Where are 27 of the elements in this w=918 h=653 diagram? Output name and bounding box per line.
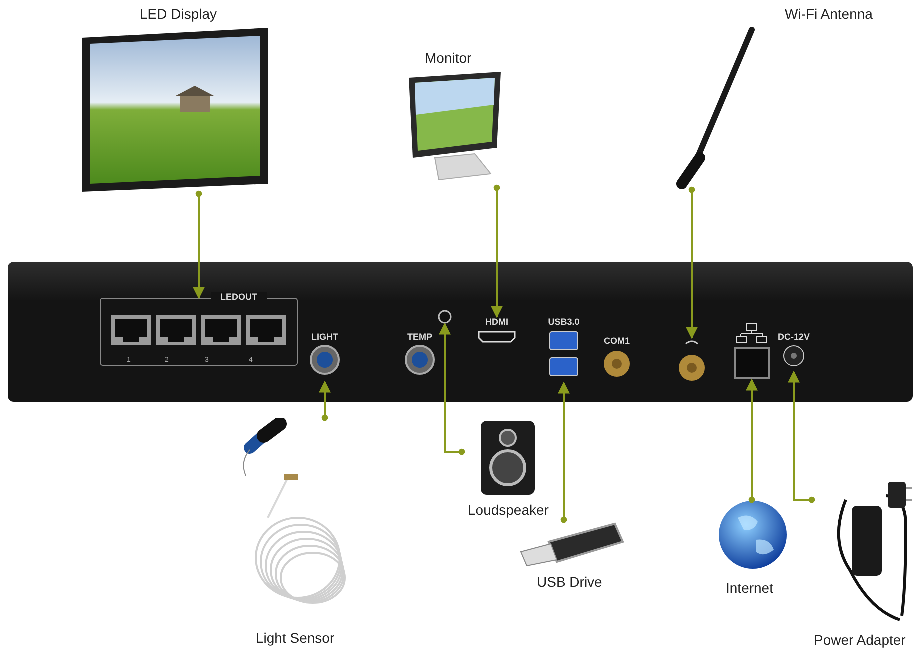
connector-arrow (193, 190, 205, 300)
connector-arrow (491, 184, 503, 318)
port-label: USB3.0 (547, 317, 581, 327)
node-label: USB Drive (537, 574, 602, 590)
ethernet-port (733, 322, 771, 380)
port-label: LIGHT (310, 332, 340, 342)
port-label: HDMI (484, 317, 510, 327)
connector-arrow (746, 378, 758, 504)
node-label: Internet (726, 580, 774, 596)
port-label: LEDOUT (211, 292, 267, 302)
connector-arrow (319, 380, 331, 422)
connector-arrow (686, 186, 698, 340)
node-label: Power Adapter (814, 632, 906, 648)
node-label: Monitor (425, 50, 472, 66)
media-player-panel (8, 262, 913, 402)
connector-arrow (788, 370, 816, 504)
connector-arrow (439, 322, 466, 456)
node-label: Light Sensor (256, 630, 335, 646)
port-label: TEMP (406, 332, 434, 342)
port-label: DC-12V (776, 332, 811, 342)
port-label: COM1 (602, 336, 631, 346)
node-label: Wi-Fi Antenna (785, 6, 873, 22)
node-label: Loudspeaker (468, 502, 549, 518)
connector-arrow (558, 382, 570, 524)
audio-jack (438, 310, 452, 324)
node-label: LED Display (140, 6, 218, 22)
antenna-connector (678, 338, 706, 382)
